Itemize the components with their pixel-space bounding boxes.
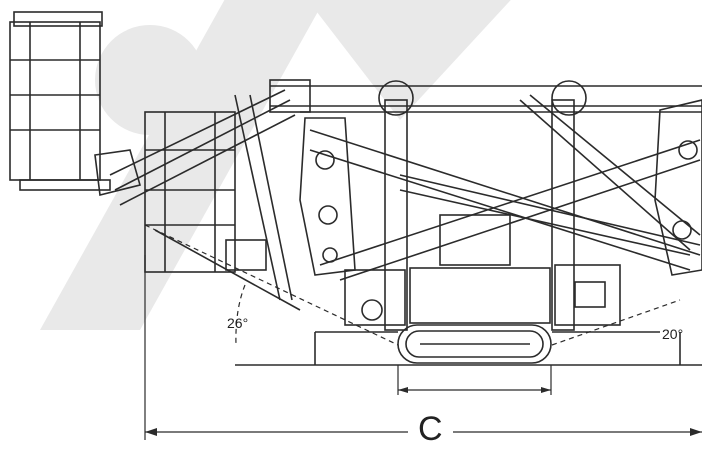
right-pivot-plate — [654, 99, 702, 276]
angle-lines — [144, 224, 681, 346]
mast-left — [378, 80, 414, 331]
mast-right — [551, 80, 587, 331]
ground-lines — [235, 331, 702, 366]
top-boom — [269, 79, 702, 113]
scissor-arms — [309, 94, 701, 281]
dimension-label-c: C — [408, 412, 453, 446]
angle-label-left: 26° — [227, 315, 249, 331]
left-pivot-plate — [299, 117, 356, 276]
arrowheads — [145, 387, 702, 436]
chassis — [344, 214, 621, 326]
track-dimension — [397, 365, 552, 395]
machine-outline — [9, 11, 702, 440]
watermark-logo — [40, 0, 511, 330]
crawler-track — [397, 324, 552, 364]
upper-basket — [9, 11, 141, 196]
jib-arms — [109, 89, 301, 311]
angle-label-right: 20° — [662, 326, 684, 342]
